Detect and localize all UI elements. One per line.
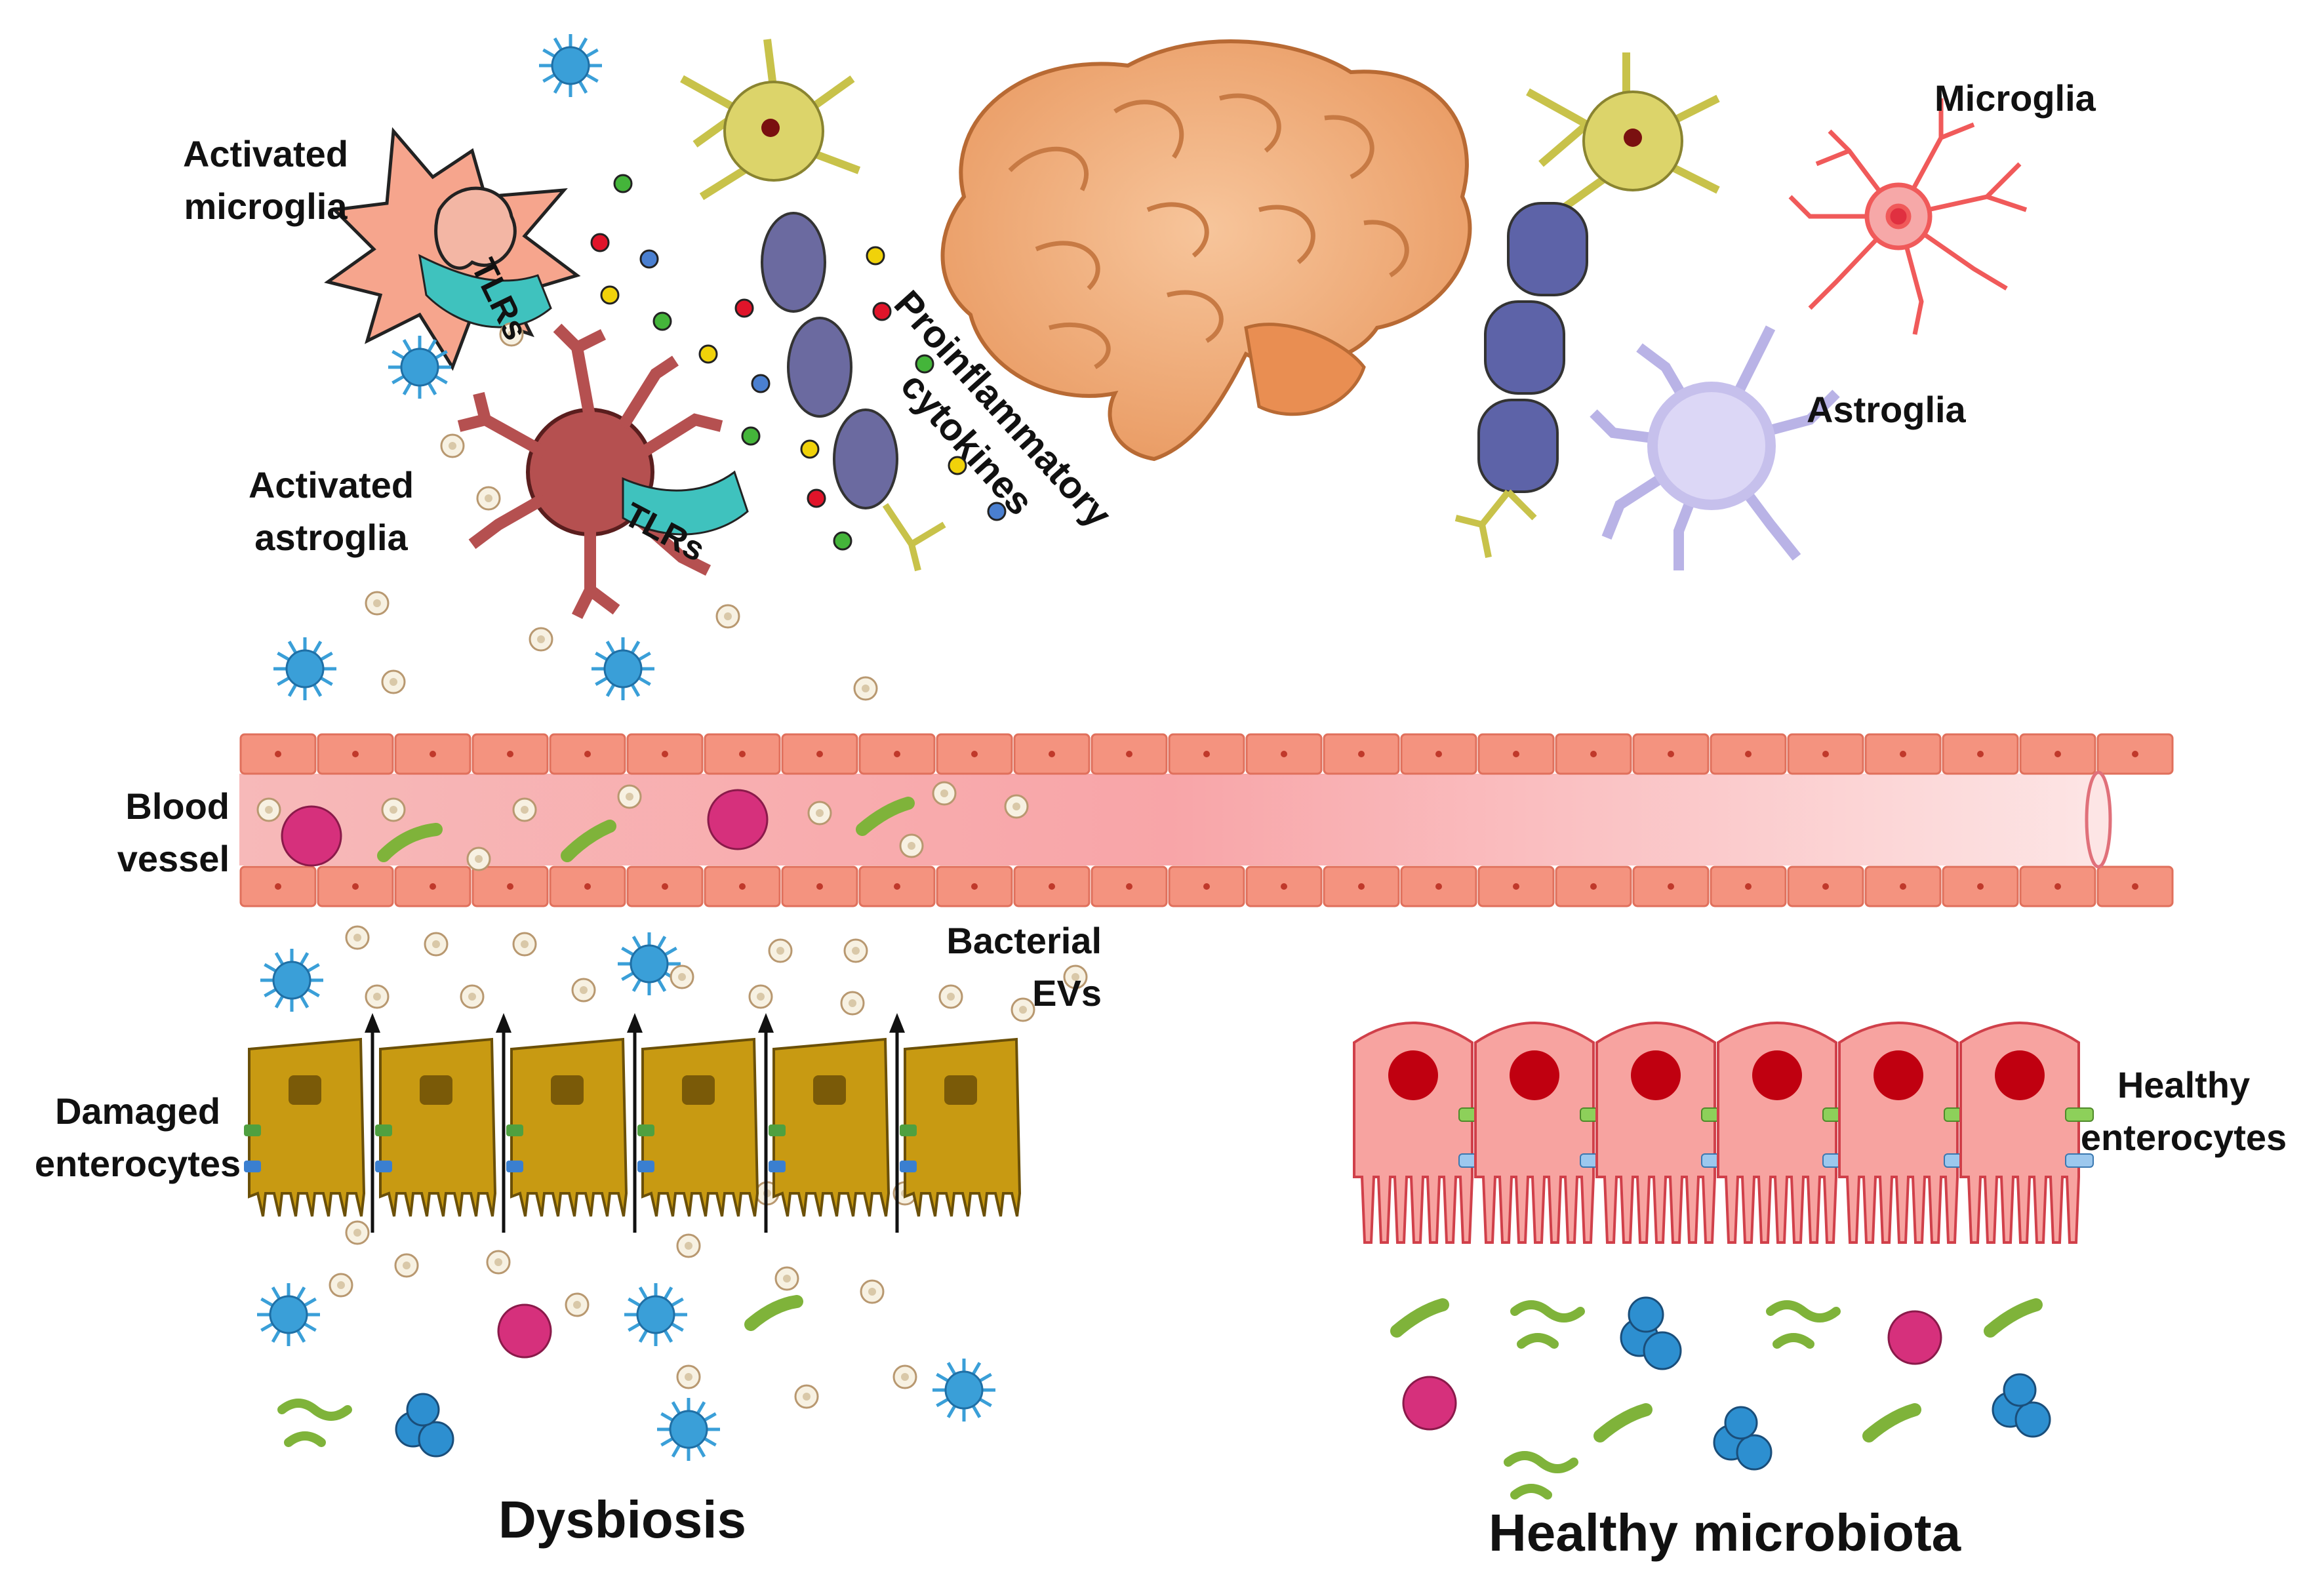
damaged-enterocyte	[506, 1037, 628, 1217]
blood-vessel-line-2: vessel	[117, 838, 230, 879]
healthy-microbiota-title: Healthy microbiota	[1489, 1503, 1961, 1562]
cytokine-dots	[590, 174, 1007, 551]
activated-astroglia-cell	[457, 323, 723, 620]
damaged-enterocyte	[375, 1037, 497, 1217]
immune-cell	[273, 637, 336, 700]
immune-cell	[388, 336, 451, 399]
damaged-enterocytes-line-2: enterocytes	[34, 1143, 241, 1184]
damaged-enterocytes-layer	[244, 1037, 1022, 1217]
activated-astroglia-line-1: Activated	[248, 464, 414, 506]
activated-microglia-line-2: microglia	[184, 186, 348, 227]
healthy-enterocyte	[1474, 1022, 1609, 1244]
bacterial-vesicles	[256, 322, 1088, 1409]
healthy-enterocyte	[1595, 1022, 1730, 1244]
immune-cell	[618, 932, 681, 995]
healthy-enterocyte	[1838, 1022, 1973, 1244]
immune-cell	[624, 1283, 687, 1346]
healthy-enterocyte	[1353, 1022, 1487, 1244]
healthy-enterocyte	[1959, 1022, 2094, 1244]
bacterial-evs-label: Bacterial EVs	[905, 915, 1102, 1020]
pink-cell	[281, 805, 342, 867]
damaged-neuron	[680, 39, 946, 572]
immune-cell	[539, 34, 602, 97]
microglia-cell	[1788, 98, 2028, 335]
healthy-enterocyte	[1717, 1022, 1851, 1244]
healthy-enterocytes-line-1: Healthy	[2117, 1064, 2251, 1105]
activated-astroglia-line-2: astroglia	[254, 517, 408, 558]
healthy-enterocytes-line-2: enterocytes	[2080, 1117, 2287, 1158]
healthy-enterocytes-label: Healthy enterocytes	[2066, 1059, 2302, 1164]
astroglia-cell	[1590, 325, 1840, 570]
damaged-enterocyte	[900, 1037, 1022, 1217]
gut-microbes	[277, 1295, 2051, 1500]
rod-bacterium	[377, 823, 443, 862]
blood-vessel-line-1: Blood	[125, 786, 230, 827]
immune-cell	[257, 1283, 320, 1346]
immune-cell	[591, 637, 654, 700]
blood-vessel	[239, 733, 2174, 907]
rod-bacterium	[561, 820, 616, 862]
immune-cell	[932, 1359, 995, 1422]
astroglia-label: Astroglia	[1807, 389, 1966, 430]
bacterial-evs-line-1: Bacterial	[946, 920, 1102, 961]
damaged-enterocytes-label: Damaged enterocytes	[20, 1085, 256, 1190]
damaged-enterocyte	[637, 1037, 759, 1217]
vessel-wall-top	[239, 733, 2174, 775]
activated-microglia-label: Activated microglia	[157, 128, 374, 233]
microglia-label: Microglia	[1934, 77, 2096, 119]
healthy-neuron	[1454, 52, 1720, 558]
dysbiosis-title: Dysbiosis	[498, 1490, 746, 1549]
immune-cell	[260, 949, 323, 1012]
bacterial-evs-line-2: EVs	[1032, 972, 1102, 1014]
damaged-enterocyte	[244, 1037, 366, 1217]
activated-microglia-cell	[324, 127, 581, 371]
damaged-enterocytes-line-1: Damaged	[54, 1090, 221, 1132]
damaged-enterocyte	[769, 1037, 891, 1217]
pink-cell	[707, 789, 769, 850]
translocation-arrows	[365, 1013, 905, 1233]
activated-astroglia-label: Activated astroglia	[223, 459, 439, 564]
brain	[940, 39, 1472, 462]
healthy-enterocytes-layer	[1353, 1022, 2094, 1244]
immune-cells	[257, 34, 995, 1461]
blood-vessel-label: Blood vessel	[79, 780, 230, 885]
rod-bacterium	[856, 797, 915, 836]
activated-microglia-line-1: Activated	[182, 133, 349, 174]
immune-cell	[657, 1398, 720, 1461]
tlr-receptor-astroglia	[622, 470, 749, 536]
vessel-wall-bottom	[239, 865, 2174, 907]
